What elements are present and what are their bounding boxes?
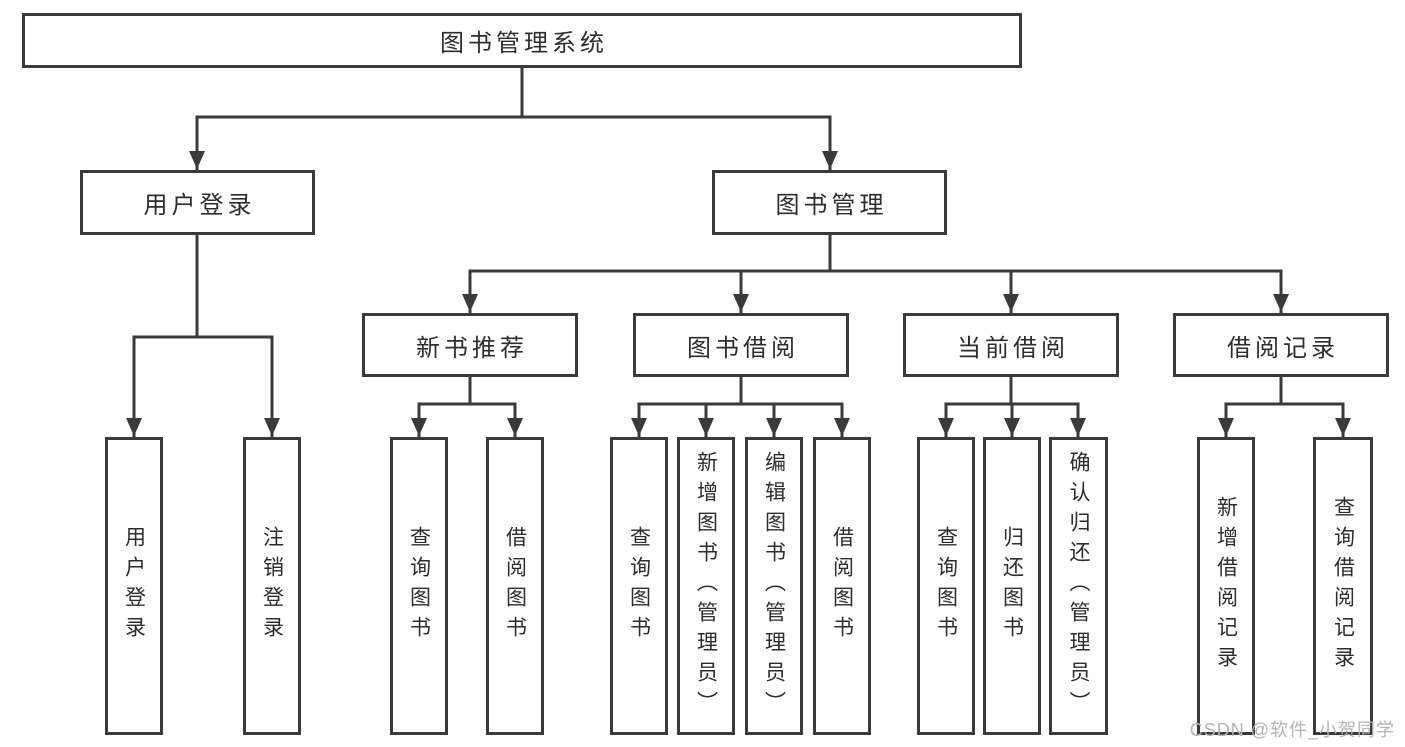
connector-user-login — [126, 233, 280, 438]
leaf-logout: 注销登录 — [243, 437, 301, 735]
node-label: 借阅图书 — [830, 526, 854, 646]
leaf-cb-confirm-return-admin: 确认归还（管理员） — [1049, 437, 1108, 735]
node-label: 当前借阅 — [957, 334, 1069, 362]
connector-root — [189, 66, 838, 171]
node-label: 注销登录 — [260, 526, 284, 646]
node-new-book-recommend: 新书推荐 — [362, 313, 578, 377]
leaf-user-login: 用户登录 — [105, 437, 163, 735]
connector-new-book-recommend — [411, 375, 523, 438]
node-book-borrowing: 图书借阅 — [633, 313, 849, 377]
node-label: 新增借阅记录 — [1214, 496, 1238, 676]
node-user-login: 用户登录 — [80, 170, 315, 235]
node-label: 查询借阅记录 — [1331, 496, 1355, 676]
connector-borrowing-records — [1218, 375, 1351, 438]
watermark: CSDN @软件_小贺同学 — [1189, 720, 1395, 740]
node-label: 图书管理系统 — [440, 30, 608, 57]
leaf-bb-query-books: 查询图书 — [610, 437, 668, 735]
node-borrowing-records: 借阅记录 — [1173, 313, 1389, 377]
leaf-bb-add-books-admin: 新增图书（管理员） — [677, 437, 735, 735]
leaf-nb-query-books: 查询图书 — [390, 437, 448, 735]
node-label: 新书推荐 — [416, 334, 528, 362]
node-label: 查询图书 — [934, 526, 958, 646]
node-book-management: 图书管理 — [712, 170, 947, 235]
node-label: 图书管理 — [775, 192, 888, 219]
node-label: 用户登录 — [122, 526, 146, 646]
node-label: 借阅图书 — [503, 526, 527, 646]
node-label: 确认归还（管理员） — [1067, 451, 1090, 721]
leaf-bb-edit-books-admin: 编辑图书（管理员） — [745, 437, 803, 735]
node-current-borrowing: 当前借阅 — [903, 313, 1119, 377]
connector-book-borrowing — [631, 375, 850, 438]
node-label: 编辑图书（管理员） — [762, 451, 786, 721]
node-label: 图书借阅 — [687, 334, 799, 362]
leaf-bb-borrow-books: 借阅图书 — [813, 437, 871, 735]
node-label: 查询图书 — [407, 526, 431, 646]
leaf-nb-borrow-books: 借阅图书 — [486, 437, 544, 735]
leaf-cb-return-books: 归还图书 — [983, 437, 1041, 735]
node-label: 归还图书 — [1000, 526, 1024, 646]
node-label: 借阅记录 — [1227, 334, 1339, 362]
connector-current-borrowing — [938, 375, 1086, 438]
leaf-br-query-record: 查询借阅记录 — [1313, 437, 1373, 735]
leaf-br-add-record: 新增借阅记录 — [1197, 437, 1255, 735]
leaf-cb-query-books: 查询图书 — [917, 437, 975, 735]
node-label: 新增图书（管理员） — [694, 451, 718, 721]
node-library-system: 图书管理系统 — [22, 13, 1022, 68]
node-label: 查询图书 — [627, 526, 651, 646]
node-label: 用户登录 — [143, 192, 256, 219]
connector-book-management — [462, 233, 1289, 314]
